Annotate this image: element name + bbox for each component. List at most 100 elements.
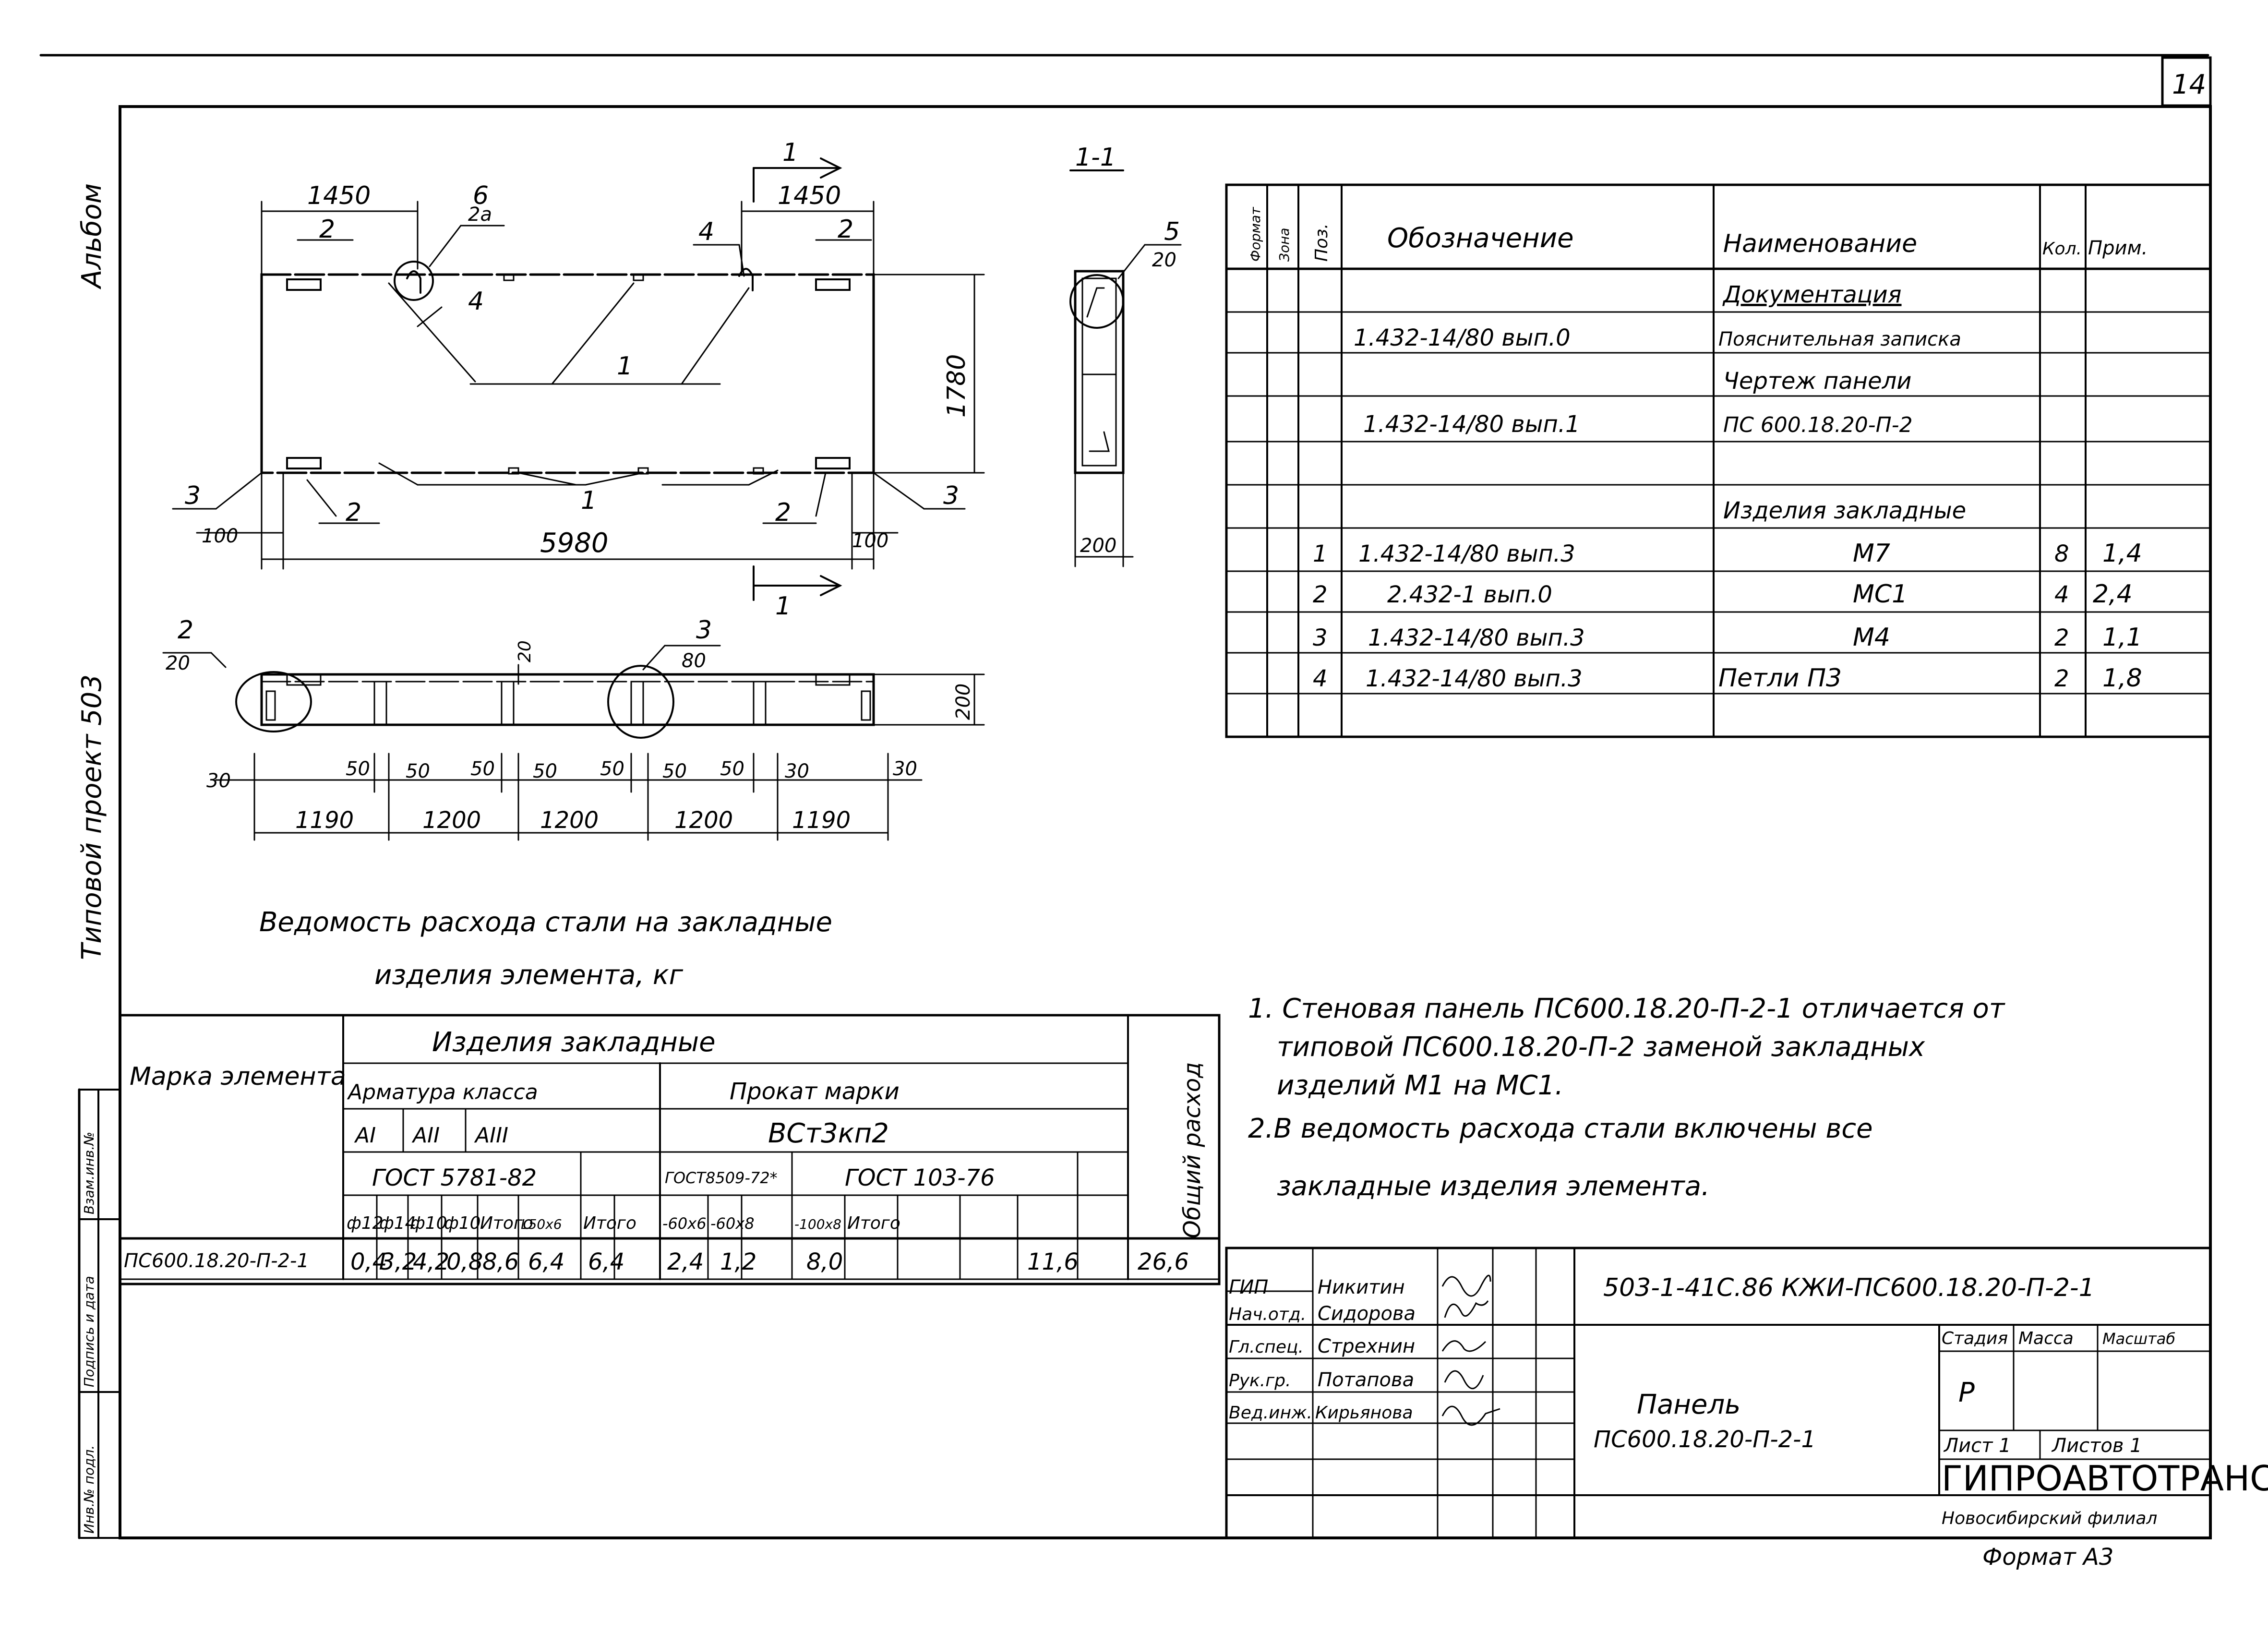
spec-row-5-name: Изделия закладные [1723, 497, 1966, 524]
steel-total-header: Общий расход [1179, 1062, 1206, 1238]
elev-callout-2-sub: 20 [166, 652, 190, 674]
note-line-2: типовой ПС600.18.20-П-2 заменой закладны… [1277, 1032, 1925, 1063]
spec-row-9-qty: 2 [2054, 665, 2069, 692]
spec-row-7-name: МС1 [1853, 580, 1908, 609]
elev-small-0: 30 [206, 770, 231, 792]
tb-branch: Новосибирский филиал [1942, 1509, 2157, 1528]
note-line-5: закладные изделия элемента. [1277, 1171, 1710, 1202]
steel-title-2: изделия элемента, кг [374, 960, 684, 991]
elev-thick-20: 20 [515, 640, 535, 662]
tb-sheet: Лист 1 [1943, 1435, 2011, 1457]
spec-row-8-name: М4 [1853, 623, 1890, 652]
section-mark-top: 1 [782, 138, 798, 167]
steel-col-10: Итого [847, 1213, 900, 1233]
elev-small-9: 30 [893, 758, 917, 780]
dim-left-1450: 1450 [307, 181, 371, 210]
elevation-outline [260, 673, 875, 726]
tb-stage-header: Стадия [1942, 1329, 2008, 1348]
spec-row-9-name: Петли П3 [1718, 664, 1842, 693]
callout-3-left: 3 [185, 481, 201, 510]
elev-small-4: 50 [533, 760, 557, 782]
dim-total-5980: 5980 [540, 528, 609, 559]
spec-row-0-name: Документация [1722, 281, 1902, 308]
note-line-3: изделий М1 на МС1. [1277, 1070, 1563, 1101]
steel-val-1: 3,2 [380, 1248, 417, 1275]
spec-row-9-designation: 1.432-14/80 вып.3 [1366, 665, 1583, 692]
elev-span-0: 1190 [295, 807, 354, 834]
section-mark-bottom: 1 [775, 592, 791, 621]
callout-2-tr: 2 [838, 215, 853, 244]
elev-small-5: 50 [600, 758, 624, 780]
tb-mass-header: Масса [2018, 1329, 2074, 1348]
callout-2-br: 2 [775, 498, 791, 527]
section-title: 1-1 [1075, 143, 1116, 172]
sheet-number-box [2161, 56, 2212, 107]
tb-name-4: Кирьянова [1315, 1403, 1413, 1423]
steel-prokat-grade: ВСт3кп2 [768, 1118, 889, 1149]
spec-row-8-pos: 3 [1313, 624, 1328, 651]
tb-stage: Р [1958, 1377, 1975, 1408]
spec-h-note: Прим. [2088, 237, 2148, 259]
stamp-inv: Инв.№ подл. [81, 1445, 97, 1534]
steel-val-11: 26,6 [1138, 1248, 1189, 1275]
spec-row-8-qty: 2 [2054, 624, 2069, 651]
tb-name-3: Потапова [1318, 1369, 1414, 1391]
spec-row-6-pos: 1 [1313, 540, 1328, 567]
spec-row-7-designation: 2.432-1 вып.0 [1387, 581, 1552, 608]
callout-2-bl: 2 [346, 498, 361, 527]
steel-arm-class-1: AI [354, 1123, 376, 1148]
steel-col-4: Итого [480, 1213, 533, 1233]
callout-3-right: 3 [943, 481, 959, 510]
steel-arm-class-3: AIII [474, 1123, 508, 1148]
steel-prokat-header: Прокат марки [730, 1078, 900, 1105]
spec-h-name: Наименование [1723, 229, 1917, 258]
steel-prokat-gost2: ГОСТ 103-76 [845, 1164, 995, 1191]
elev-small-6: 50 [662, 760, 687, 782]
spec-h-zone: Зона [1276, 228, 1292, 262]
tb-drawing-title-2: ПС600.18.20-П-2-1 [1594, 1426, 1816, 1453]
steel-arm-class-2: AII [411, 1123, 440, 1148]
tb-sheets: Листов 1 [2051, 1435, 2142, 1457]
tb-name-2: Стрехнин [1318, 1335, 1415, 1357]
elev-small-8: 30 [785, 760, 809, 782]
tb-role-4: Вед.инж. [1229, 1403, 1312, 1423]
panel-plan-outline [260, 273, 875, 474]
steel-row-mark: ПС600.18.20-П-2-1 [124, 1250, 309, 1272]
spec-table-frame [1225, 183, 2212, 738]
steel-col-9: -100х8 [794, 1216, 841, 1232]
steel-col-0: ф12 [347, 1213, 384, 1233]
steel-col-5: L50х6 [521, 1216, 562, 1232]
steel-title-1: Ведомость расхода стали на закладные [259, 907, 832, 938]
steel-mark-header: Марка элемента [130, 1062, 346, 1091]
elev-height-200: 200 [952, 684, 974, 720]
note-line-4: 2.В ведомость расхода стали включены все [1248, 1113, 1873, 1144]
callout-6: 6 [473, 181, 489, 210]
callout-1-top: 1 [617, 352, 633, 381]
dim-right-1450: 1450 [778, 181, 841, 210]
spec-h-designation: Обозначение [1387, 223, 1574, 254]
sheet-frame [119, 105, 2212, 1539]
section-callout-sub: 20 [1152, 249, 1176, 271]
spec-row-9-pos: 4 [1313, 665, 1328, 692]
tb-signatures [1441, 1274, 1500, 1426]
tb-role-2: Гл.спец. [1229, 1337, 1304, 1357]
spec-row-8-designation: 1.432-14/80 вып.3 [1368, 624, 1585, 651]
spec-row-1-designation: 1.432-14/80 вып.0 [1354, 324, 1571, 351]
tb-role-0: ГИП [1229, 1276, 1268, 1298]
spec-row-3-designation: 1.432-14/80 вып.1 [1363, 411, 1580, 438]
steel-val-2: 4,2 [413, 1248, 449, 1275]
steel-col-1: ф14 [379, 1213, 416, 1233]
elev-span-1: 1200 [422, 807, 481, 834]
spec-row-7-note: 2,4 [2093, 580, 2133, 609]
steel-arm-gost: ГОСТ 5781-82 [372, 1164, 537, 1191]
steel-group-header: Изделия закладные [432, 1027, 716, 1058]
elev-small-7: 50 [720, 758, 744, 780]
steel-col-6: Итого [583, 1213, 636, 1233]
steel-arm-header: Арматура класса [347, 1080, 538, 1104]
note-line-1: 1. Стеновая панель ПС600.18.20-П-2-1 отл… [1248, 993, 2005, 1024]
spec-row-3-name: ПС 600.18.20-П-2 [1723, 413, 1913, 437]
steel-val-4: 8,6 [482, 1248, 519, 1275]
spec-row-9-note: 1,8 [2102, 664, 2142, 693]
